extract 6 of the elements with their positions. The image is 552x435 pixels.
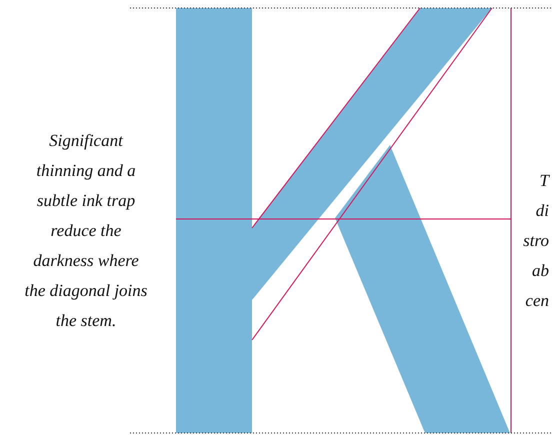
- annotation-text: T: [540, 170, 551, 192]
- annotation-text: stro: [523, 230, 550, 252]
- annotation-text: cen: [525, 290, 550, 312]
- annotation-text: ab: [532, 260, 550, 282]
- annotation-text: di: [536, 200, 550, 222]
- annotation-text: Significant thinning and a subtle ink trap reduce the darkness where the diagonal joins the stem.: [24, 130, 148, 332]
